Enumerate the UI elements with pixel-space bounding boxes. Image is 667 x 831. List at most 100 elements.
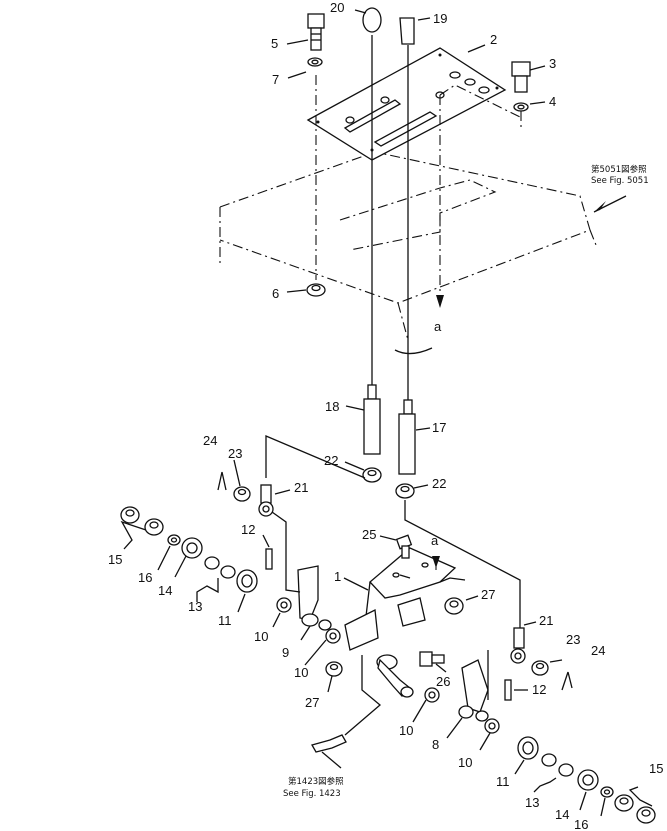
callout-11-right: 11 bbox=[496, 774, 510, 789]
leader-21-left bbox=[265, 435, 366, 479]
callout-6: 6 bbox=[272, 286, 279, 301]
washer-10b bbox=[325, 628, 341, 644]
figure-references: 第5051図参照 See Fig. 5051 第1423図参照 See Fig.… bbox=[283, 164, 649, 799]
reference-5051-en: See Fig. 5051 bbox=[591, 176, 649, 186]
rod-17 bbox=[398, 399, 416, 475]
callout-22-right: 22 bbox=[432, 476, 446, 491]
bolt-26 bbox=[419, 651, 445, 667]
bracket-part-1 bbox=[344, 547, 466, 651]
lever-9 bbox=[297, 565, 332, 631]
callout-19: 19 bbox=[433, 11, 447, 26]
callout-26: 26 bbox=[436, 674, 450, 689]
bolt-5 bbox=[307, 13, 325, 51]
pin-24-left bbox=[217, 471, 227, 491]
shaft-main bbox=[376, 654, 414, 698]
nut-22a bbox=[362, 467, 382, 483]
callout-labels: 5 20 19 2 3 7 4 6 a 18 17 24 23 22 22 21… bbox=[108, 0, 663, 831]
rod-end-lower bbox=[311, 655, 382, 753]
nuts-15-left bbox=[120, 506, 164, 536]
top-plate-part-2 bbox=[306, 47, 523, 161]
callout-15-left: 15 bbox=[108, 552, 122, 567]
nut-23-right bbox=[531, 660, 549, 676]
callout-5: 5 bbox=[271, 36, 278, 51]
callout-10c: 10 bbox=[399, 723, 413, 738]
callout-16-right: 16 bbox=[574, 817, 588, 831]
callout-23-right: 23 bbox=[566, 632, 580, 647]
callout-14-left: 14 bbox=[158, 583, 172, 598]
callout-3: 3 bbox=[549, 56, 556, 71]
arrow-a-lower-icon bbox=[432, 556, 440, 568]
reference-1423-jp: 第1423図参照 bbox=[288, 776, 344, 787]
rings-13-right bbox=[541, 753, 574, 777]
joint-21-right bbox=[510, 627, 526, 664]
washer-10d bbox=[484, 718, 500, 734]
pin-24-right bbox=[561, 671, 573, 691]
callout-10d: 10 bbox=[458, 755, 472, 770]
callout-13-left: 13 bbox=[188, 599, 202, 614]
nut-22b bbox=[395, 483, 415, 499]
reference-arrow-icon bbox=[594, 201, 606, 212]
link-left bbox=[271, 511, 301, 593]
leader-21-right bbox=[404, 500, 521, 628]
callout-a-lower: a bbox=[431, 533, 439, 548]
nut-6 bbox=[306, 283, 326, 297]
callout-14-right: 14 bbox=[555, 807, 569, 822]
callout-2: 2 bbox=[490, 32, 497, 47]
bushing-14-right bbox=[577, 769, 599, 791]
callout-27-left: 27 bbox=[305, 695, 319, 710]
nuts-15-right bbox=[614, 794, 656, 824]
bolt-3 bbox=[511, 61, 531, 93]
bushing-11-right bbox=[517, 736, 539, 760]
callout-24-right: 24 bbox=[591, 643, 605, 658]
lever-8 bbox=[458, 650, 489, 722]
callout-8: 8 bbox=[432, 737, 439, 752]
washer-10c bbox=[424, 687, 440, 703]
floor-panel bbox=[219, 151, 597, 355]
callout-22-left: 22 bbox=[324, 453, 338, 468]
knob-19 bbox=[399, 17, 415, 45]
leader-lines bbox=[120, 9, 653, 817]
nut-27a bbox=[444, 597, 464, 615]
callout-15-right: 15 bbox=[649, 761, 663, 776]
washer-10a bbox=[276, 597, 292, 613]
callout-a-upper: a bbox=[434, 319, 442, 334]
callout-25: 25 bbox=[362, 527, 376, 542]
washer-4 bbox=[513, 102, 529, 112]
callout-21-left: 21 bbox=[294, 480, 308, 495]
washer-16-left bbox=[167, 534, 181, 546]
callout-10a: 10 bbox=[254, 629, 268, 644]
callout-1: 1 bbox=[334, 569, 341, 584]
washer-7 bbox=[307, 57, 323, 67]
callout-11-left: 11 bbox=[218, 613, 232, 628]
assembly-guides bbox=[315, 35, 522, 400]
washer-16-right bbox=[600, 786, 614, 798]
pin-12-left bbox=[265, 548, 273, 570]
callout-10b: 10 bbox=[294, 665, 308, 680]
callout-7: 7 bbox=[272, 72, 279, 87]
callout-27-right: 27 bbox=[481, 587, 495, 602]
callout-20: 20 bbox=[330, 0, 344, 15]
bushing-11-left bbox=[236, 569, 258, 593]
callout-24-left: 24 bbox=[203, 433, 217, 448]
rod-18 bbox=[363, 384, 381, 455]
joint-21-left bbox=[258, 484, 274, 517]
reference-1423-en: See Fig. 1423 bbox=[283, 789, 341, 799]
bolt-25 bbox=[395, 534, 413, 559]
callout-13-right: 13 bbox=[525, 795, 539, 810]
callout-18: 18 bbox=[325, 399, 339, 414]
callout-23-left: 23 bbox=[228, 446, 242, 461]
arrow-a-upper-icon bbox=[436, 295, 444, 308]
reference-5051-jp: 第5051図参照 bbox=[591, 164, 647, 175]
nut-23-left bbox=[233, 486, 251, 502]
pin-12-right bbox=[504, 679, 512, 701]
callout-21-right: 21 bbox=[539, 613, 553, 628]
knob-20 bbox=[362, 7, 382, 33]
callout-4: 4 bbox=[549, 94, 556, 109]
callout-12-right: 12 bbox=[532, 682, 546, 697]
bushing-14-left bbox=[181, 537, 203, 559]
callout-17: 17 bbox=[432, 420, 446, 435]
callout-16-left: 16 bbox=[138, 570, 152, 585]
rings-13-left bbox=[204, 556, 236, 579]
